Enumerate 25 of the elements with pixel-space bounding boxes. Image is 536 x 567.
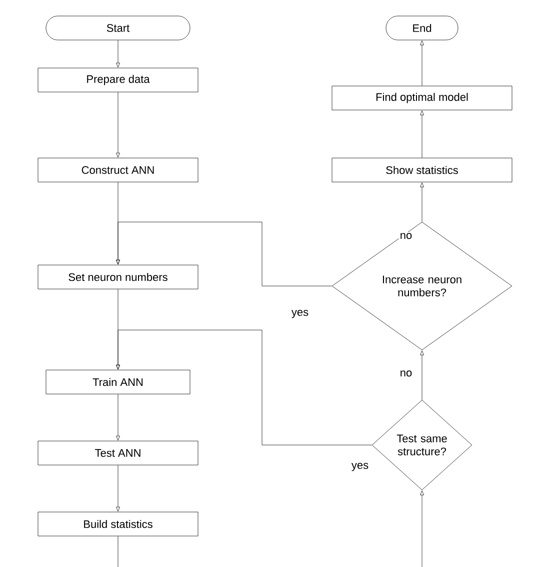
terminal-box: End: [386, 16, 458, 40]
arrow: [116, 92, 120, 158]
arrow: [116, 330, 372, 446]
edge-label: no: [398, 232, 414, 240]
process-box: Prepare data: [38, 68, 198, 92]
process-box: Find optimal model: [332, 86, 512, 110]
arrow: [116, 40, 120, 68]
arrow: [420, 490, 424, 567]
terminal-box: Start: [46, 16, 190, 40]
process-box: Set neuron numbers: [38, 264, 198, 290]
process-box: Train ANN: [46, 370, 190, 394]
arrow: [420, 40, 424, 86]
edge-label: yes: [350, 462, 370, 472]
arrow: [420, 182, 424, 222]
edge-label: no: [398, 370, 414, 378]
arrow: [116, 465, 120, 512]
process-box: Construct ANN: [38, 158, 198, 182]
arrow: [116, 222, 332, 286]
arrow: [420, 110, 424, 158]
arrow: [420, 350, 424, 400]
process-box: Test ANN: [38, 440, 198, 466]
arrow: [116, 394, 120, 440]
process-box: Show statistics: [332, 158, 512, 182]
edge-label: yes: [290, 308, 310, 320]
process-box: Build statistics: [38, 512, 198, 536]
